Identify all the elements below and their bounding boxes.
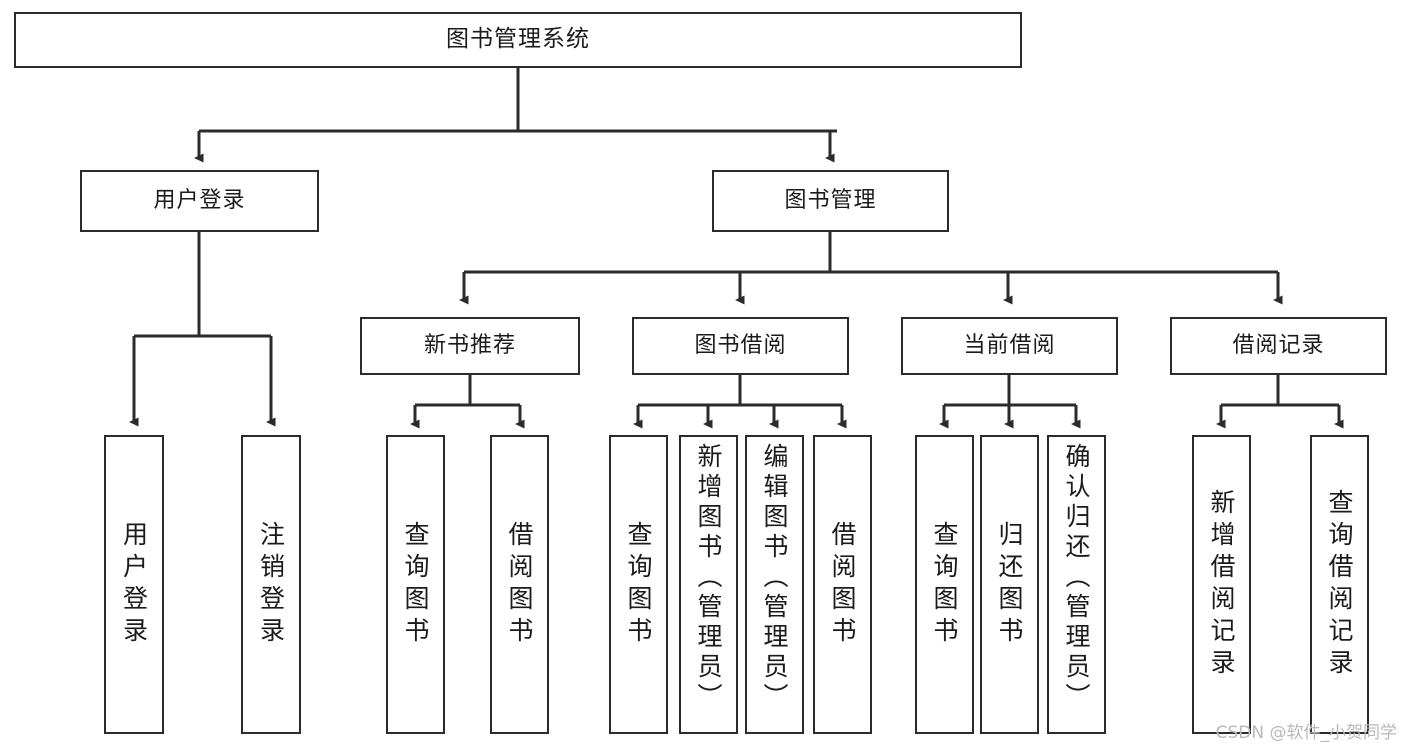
node-leaf-query-record-label: 查询借阅记录 bbox=[1325, 488, 1354, 681]
node-leaf-logout[interactable]: 注销登录 bbox=[241, 435, 301, 734]
node-leaf-add-record-label: 新增借阅记录 bbox=[1207, 488, 1236, 681]
node-user-login[interactable]: 用户登录 bbox=[80, 170, 319, 232]
node-leaf-query-book-1[interactable]: 查询图书 bbox=[386, 435, 445, 734]
node-leaf-query-book-2-label: 查询图书 bbox=[624, 520, 653, 649]
node-leaf-add-book[interactable]: 新增图书（管理员） bbox=[679, 435, 738, 734]
node-root-label: 图书管理系统 bbox=[446, 26, 590, 53]
node-leaf-user-login[interactable]: 用户登录 bbox=[104, 435, 164, 734]
node-leaf-return-book[interactable]: 归还图书 bbox=[980, 435, 1039, 734]
node-leaf-borrow-book-1-label: 借阅图书 bbox=[505, 520, 534, 649]
node-borrow-record-label: 借阅记录 bbox=[1232, 332, 1325, 358]
node-leaf-confirm-return-label: 确认归还（管理员） bbox=[1062, 443, 1091, 713]
node-leaf-return-book-label: 归还图书 bbox=[995, 520, 1024, 649]
node-leaf-query-book-1-label: 查询图书 bbox=[401, 520, 430, 649]
node-user-login-label: 用户登录 bbox=[153, 187, 246, 213]
node-current-borrow[interactable]: 当前借阅 bbox=[901, 317, 1118, 375]
node-leaf-query-book-3[interactable]: 查询图书 bbox=[915, 435, 974, 734]
node-book-manage[interactable]: 图书管理 bbox=[712, 170, 949, 232]
node-leaf-query-record[interactable]: 查询借阅记录 bbox=[1310, 435, 1369, 734]
node-book-borrow-label: 图书借阅 bbox=[694, 332, 787, 358]
node-leaf-borrow-book-2[interactable]: 借阅图书 bbox=[813, 435, 872, 734]
node-leaf-edit-book-label: 编辑图书（管理员） bbox=[760, 443, 789, 713]
node-leaf-borrow-book-2-label: 借阅图书 bbox=[828, 520, 857, 649]
node-root[interactable]: 图书管理系统 bbox=[14, 12, 1022, 68]
node-leaf-logout-label: 注销登录 bbox=[256, 520, 286, 649]
node-leaf-confirm-return[interactable]: 确认归还（管理员） bbox=[1047, 435, 1106, 734]
node-current-borrow-label: 当前借阅 bbox=[963, 332, 1056, 358]
node-leaf-query-book-2[interactable]: 查询图书 bbox=[609, 435, 668, 734]
node-leaf-add-record[interactable]: 新增借阅记录 bbox=[1192, 435, 1251, 734]
node-book-borrow[interactable]: 图书借阅 bbox=[632, 317, 849, 375]
node-book-manage-label: 图书管理 bbox=[784, 187, 877, 213]
node-leaf-query-book-3-label: 查询图书 bbox=[930, 520, 959, 649]
node-borrow-record[interactable]: 借阅记录 bbox=[1170, 317, 1387, 375]
node-leaf-add-book-label: 新增图书（管理员） bbox=[694, 443, 723, 713]
node-new-book-recommend-label: 新书推荐 bbox=[423, 332, 516, 358]
node-new-book-recommend[interactable]: 新书推荐 bbox=[360, 317, 580, 375]
node-leaf-edit-book[interactable]: 编辑图书（管理员） bbox=[745, 435, 804, 734]
node-leaf-user-login-label: 用户登录 bbox=[119, 520, 149, 649]
node-leaf-borrow-book-1[interactable]: 借阅图书 bbox=[490, 435, 549, 734]
